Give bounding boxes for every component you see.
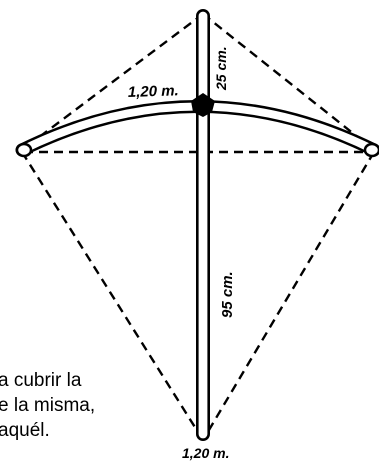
outline-bottom-left (20, 151, 205, 441)
spar-end-left (15, 142, 33, 158)
caption-line-2: e la misma, (0, 395, 96, 416)
top-segment-label: 25 cm. (213, 46, 229, 91)
outline-top-right (202, 13, 375, 151)
spar-end-right (363, 142, 379, 158)
caption-line-3: aquél. (0, 420, 50, 441)
outline-top-left (21, 13, 204, 151)
caption-text: a cubrir la e la misma, aquél. (0, 368, 238, 443)
caption-line-1: a cubrir la (0, 370, 82, 391)
spine (196, 9, 210, 441)
cross-spar-label: 1,20 m. (128, 82, 179, 101)
spar-joint (191, 93, 215, 117)
bottom-segment-label: 95 cm. (219, 271, 236, 318)
spine-total-label: 1,20 m. (182, 445, 229, 461)
outline-bottom-right (201, 151, 376, 441)
